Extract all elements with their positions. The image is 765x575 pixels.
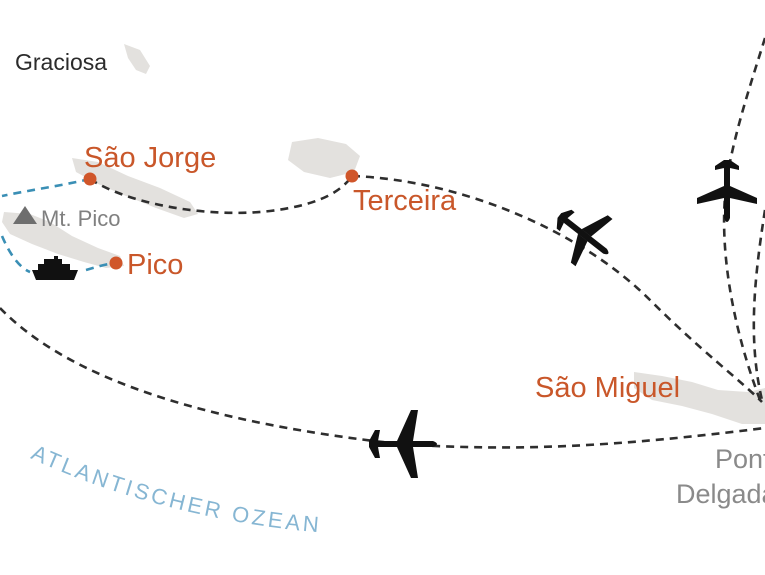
island-terceira [288,138,360,178]
city-dot-terceira [345,169,359,183]
city-dot-sao-jorge [83,172,97,186]
label-graciosa: Graciosa [15,49,107,75]
city-dot-pico [109,256,123,270]
island-graciosa [124,44,150,74]
label-ocean: ATLANTISCHER OZEAN [28,440,323,538]
ferry-icon [32,256,78,280]
mountain-triangle-icon [13,206,37,224]
flight-route-terceira-pontadelgada [351,174,763,403]
island-sao-jorge [72,158,198,218]
label-pico: Pico [127,249,183,281]
label-ponta-delgada-1: Ponta [715,444,765,474]
airplane-icon [369,410,437,478]
label-sao-jorge: São Jorge [84,142,216,174]
label-ocean-path: ATLANTISCHER OZEAN [28,440,320,538]
label-ponta-delgada-2: Delgada [676,479,765,509]
ferry-route-north [1,177,91,198]
flight-route-north-2 [752,209,765,401]
island-pico [2,212,124,268]
label-mt-pico: Mt. Pico [41,206,120,231]
label-sao-miguel: São Miguel [535,372,680,404]
airplane-icon [556,209,613,267]
flight-route-saojorge-terceira [89,175,354,215]
island-sao-miguel [634,372,765,424]
label-terceira: Terceira [353,185,457,217]
airplane-icon [697,160,757,222]
flight-route-north-1 [722,37,765,401]
